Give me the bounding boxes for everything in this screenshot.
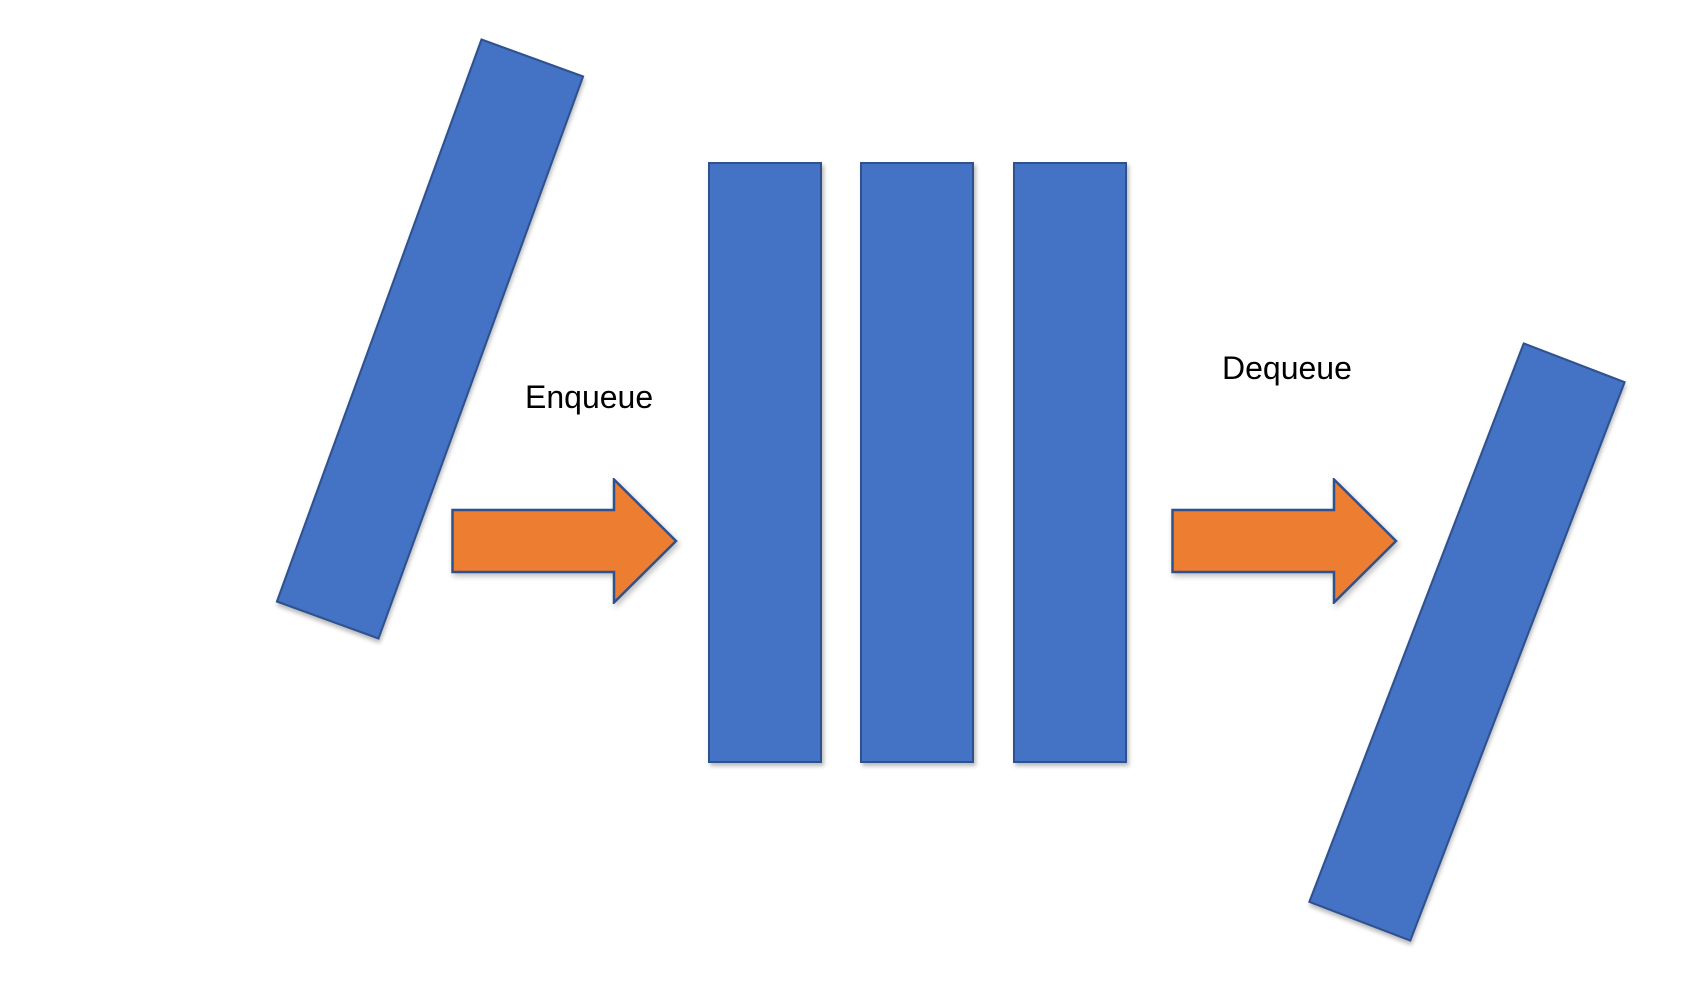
enqueue-arrow: [451, 478, 678, 604]
queue-item-shape: [860, 162, 974, 763]
queue-item-shape: [708, 162, 822, 763]
arrow-right-icon: [451, 478, 678, 604]
arrow-right-icon: [1171, 478, 1398, 604]
dequeue-label: Dequeue: [1222, 350, 1352, 386]
dequeue-arrow: [1171, 478, 1398, 604]
queue-item-shape: [1013, 162, 1127, 763]
enqueue-label: Enqueue: [525, 379, 654, 415]
outgoing-item-shape: [1308, 342, 1626, 942]
